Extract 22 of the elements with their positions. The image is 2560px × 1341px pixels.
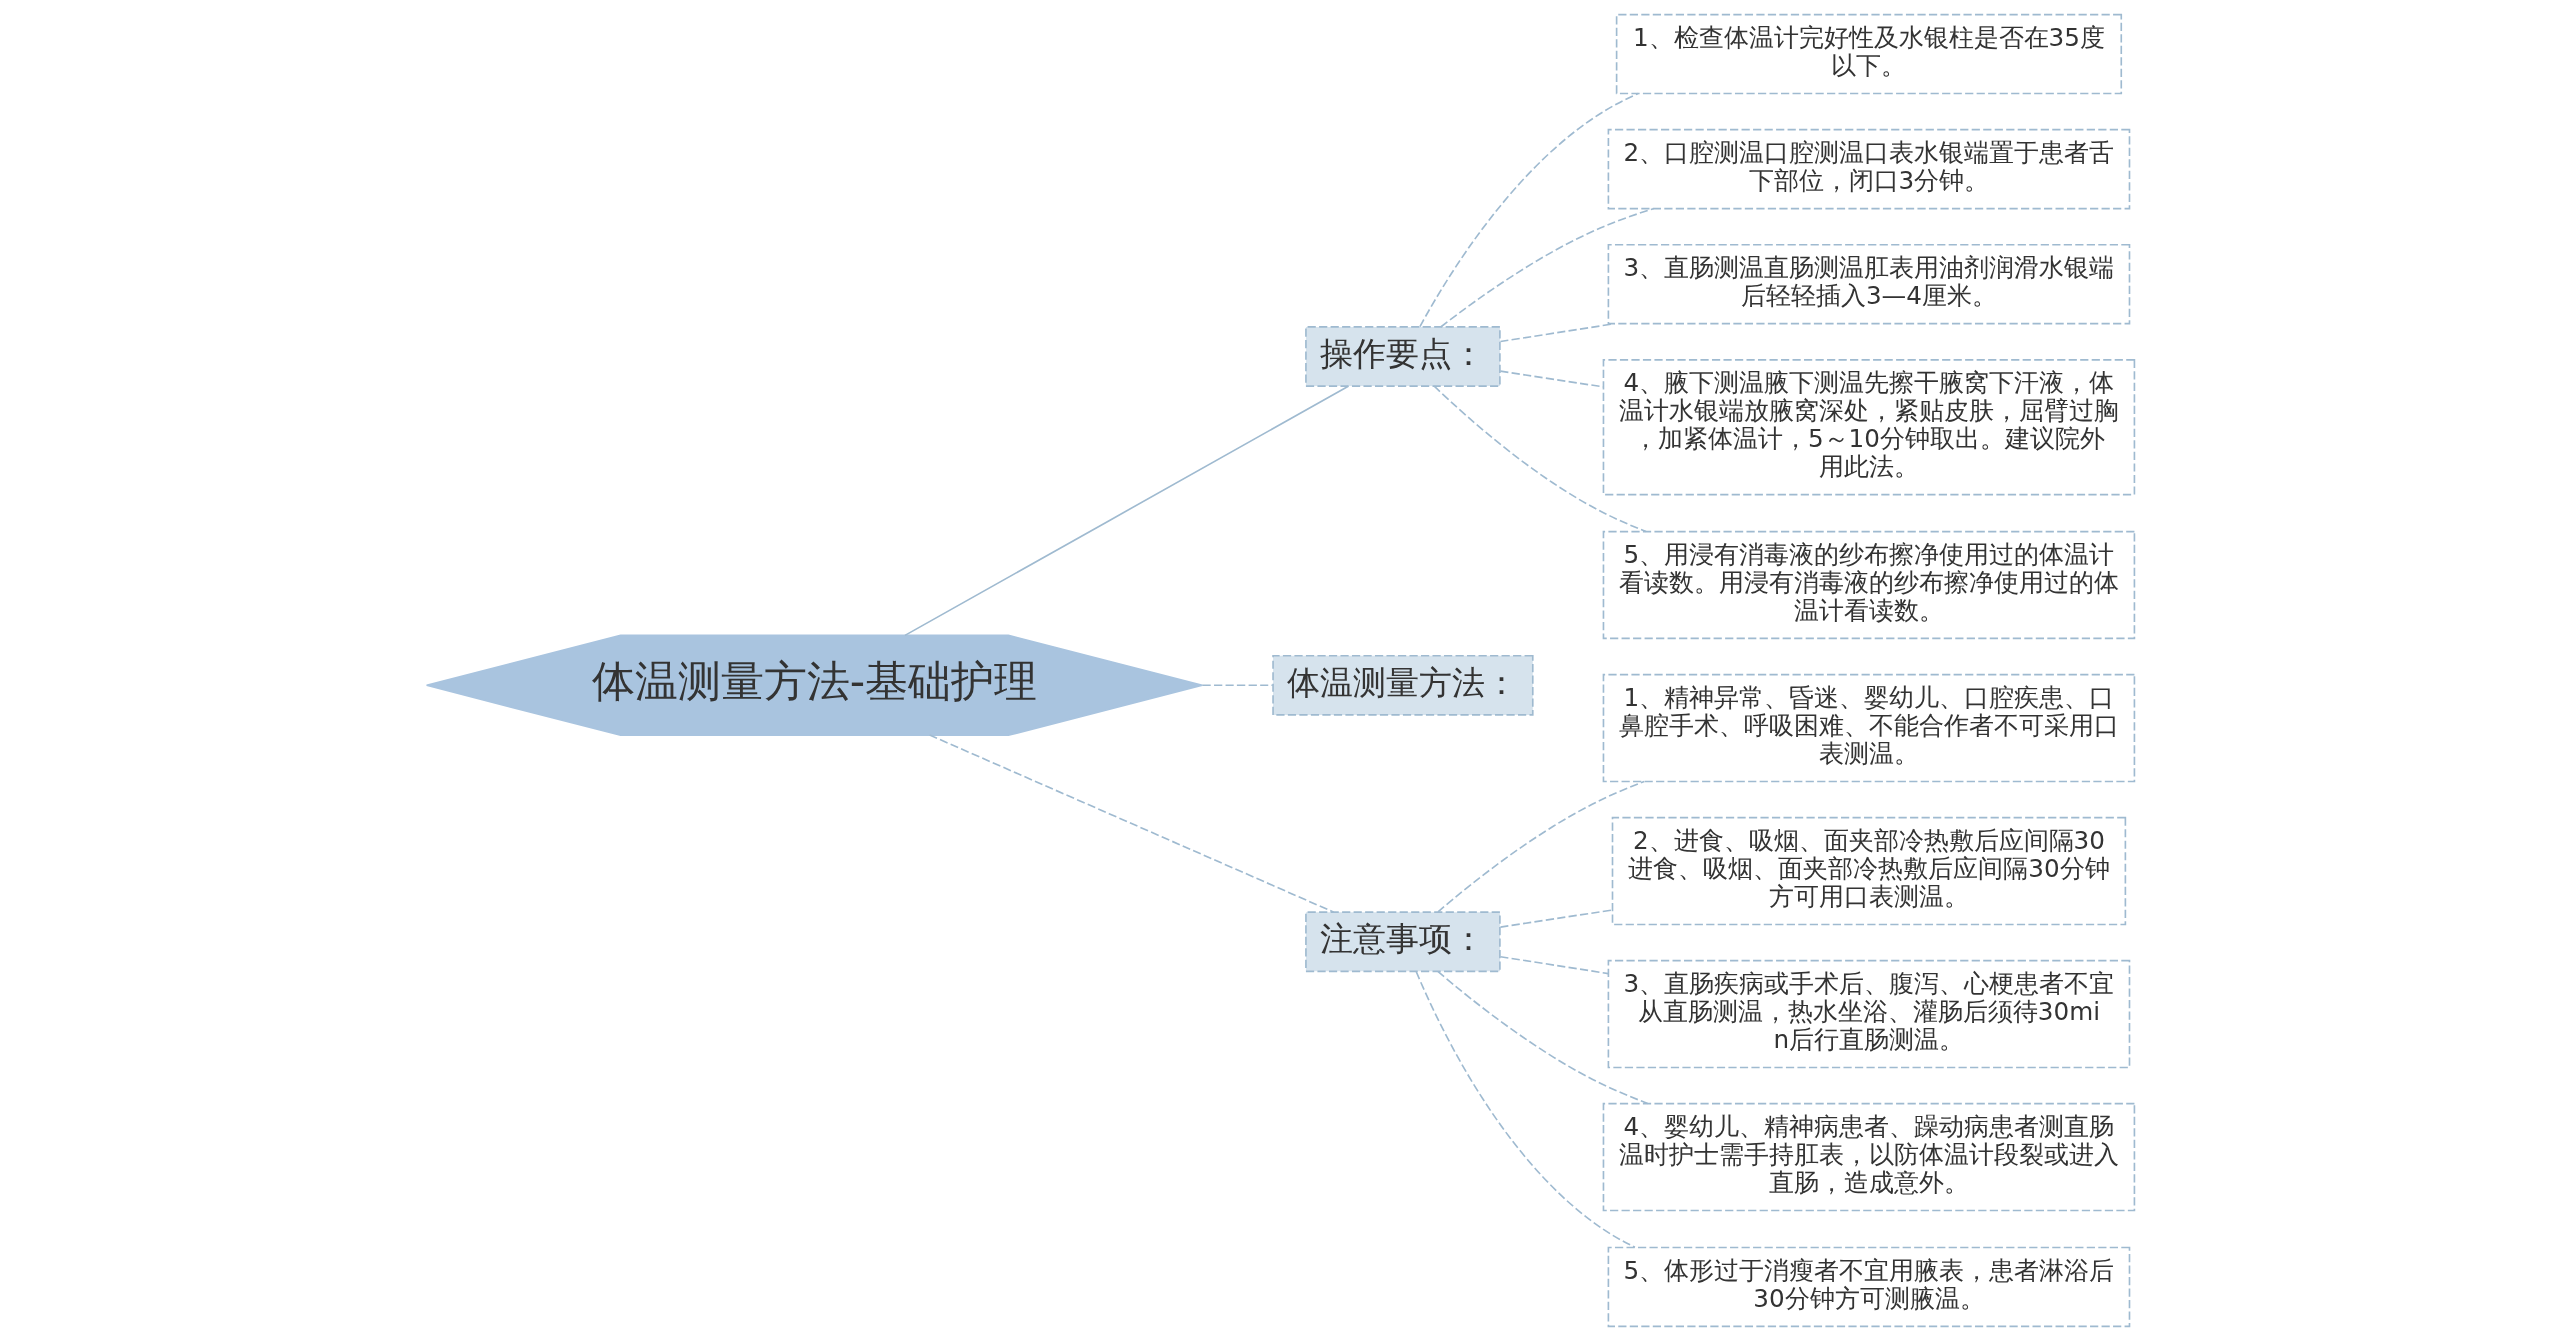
node-box: 3、直肠疾病或手术后、腹泻、心梗患者不宜从直肠测温，热水坐浴、灌肠后须待30min后行直肠测温。 xyxy=(1607,959,2130,1069)
node-box: 2、进食、吸烟、面夹部冷热敷后应间隔30进食、吸烟、面夹部冷热敷后应间隔30分钟方可用口表测温。 xyxy=(1611,816,2126,926)
node-box: 体温测量方法： xyxy=(1271,654,1534,716)
connector xyxy=(928,734,1334,913)
connector xyxy=(903,385,1349,637)
node-box: 注意事项： xyxy=(1304,911,1501,973)
node-box: 2、口腔测温口腔测温口表水银端置于患者舌下部位，闭口3分钟。 xyxy=(1607,128,2130,210)
connector xyxy=(1499,322,1615,343)
node-box: 1、精神异常、昏迷、婴幼儿、口腔疾患、口鼻腔手术、呼吸困难、不能合作者不可采用口表测温。 xyxy=(1602,673,2135,783)
connector xyxy=(1499,955,1609,975)
node-box: 1、检查体温计完好性及水银柱是否在35度以下。 xyxy=(1615,13,2122,95)
connector xyxy=(1432,385,1647,533)
node-box: 4、腋下测温腋下测温先擦干腋窝下汗液，体温计水银端放腋窝深处，紧贴皮肤，屈臂过胸，加紧体温计，5～10分钟取出。建议院外用此法。 xyxy=(1602,359,2135,496)
node-box: 5、用浸有消毒液的纱布擦净使用过的体温计看读数。用浸有消毒液的纱布擦净使用过的体温计看读数。 xyxy=(1602,530,2135,640)
node-box: 5、体形过于消瘦者不宜用腋表，患者淋浴后30分钟方可测腋温。 xyxy=(1607,1246,2130,1328)
connector xyxy=(1415,970,1636,1248)
connector xyxy=(1418,92,1639,328)
node-box: 操作要点： xyxy=(1304,326,1501,387)
connector xyxy=(1499,909,1613,928)
node-box: 4、婴幼儿、精神病患者、躁动病患者测直肠温时护士需手持肛表，以防体温计段裂或进入直肠，造成意外。 xyxy=(1602,1102,2135,1212)
node-box: 3、直肠测温直肠测温肛表用油剂润滑水银端后轻轻插入3—4厘米。 xyxy=(1607,243,2130,325)
connector xyxy=(1201,684,1274,687)
